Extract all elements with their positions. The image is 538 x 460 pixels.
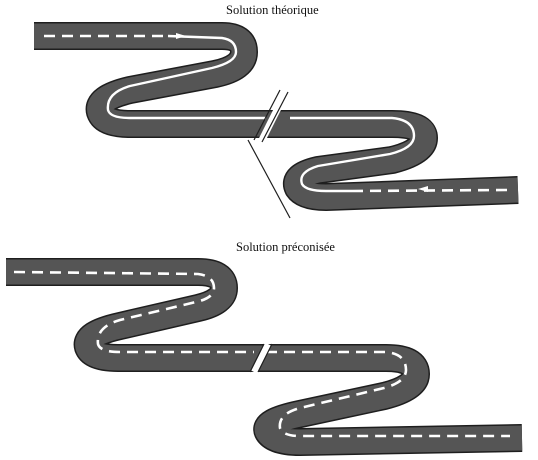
recommended-road xyxy=(6,258,523,456)
recommended-dashed-centreline xyxy=(13,270,510,438)
theoretical-arrow-top xyxy=(176,33,186,39)
theoretical-break-line-1 xyxy=(253,89,281,141)
theoretical-dashed-centreline-right xyxy=(351,188,509,193)
theoretical-guide-line xyxy=(247,139,291,219)
theoretical-solid-centreline xyxy=(106,34,416,193)
recommended-break-gap xyxy=(250,342,272,374)
caption-theoretical-solution: Solution théorique xyxy=(226,3,319,17)
recommended-break-line-2 xyxy=(257,343,273,373)
theoretical-break-line-2 xyxy=(261,91,289,143)
recommended-break-line-1 xyxy=(249,343,265,373)
theoretical-road-surface xyxy=(34,23,519,210)
theoretical-arrow-bottom xyxy=(418,186,428,192)
theoretical-break-gap xyxy=(258,90,290,142)
caption-recommended-solution: Solution préconisée xyxy=(236,240,335,254)
theoretical-road xyxy=(34,22,519,219)
